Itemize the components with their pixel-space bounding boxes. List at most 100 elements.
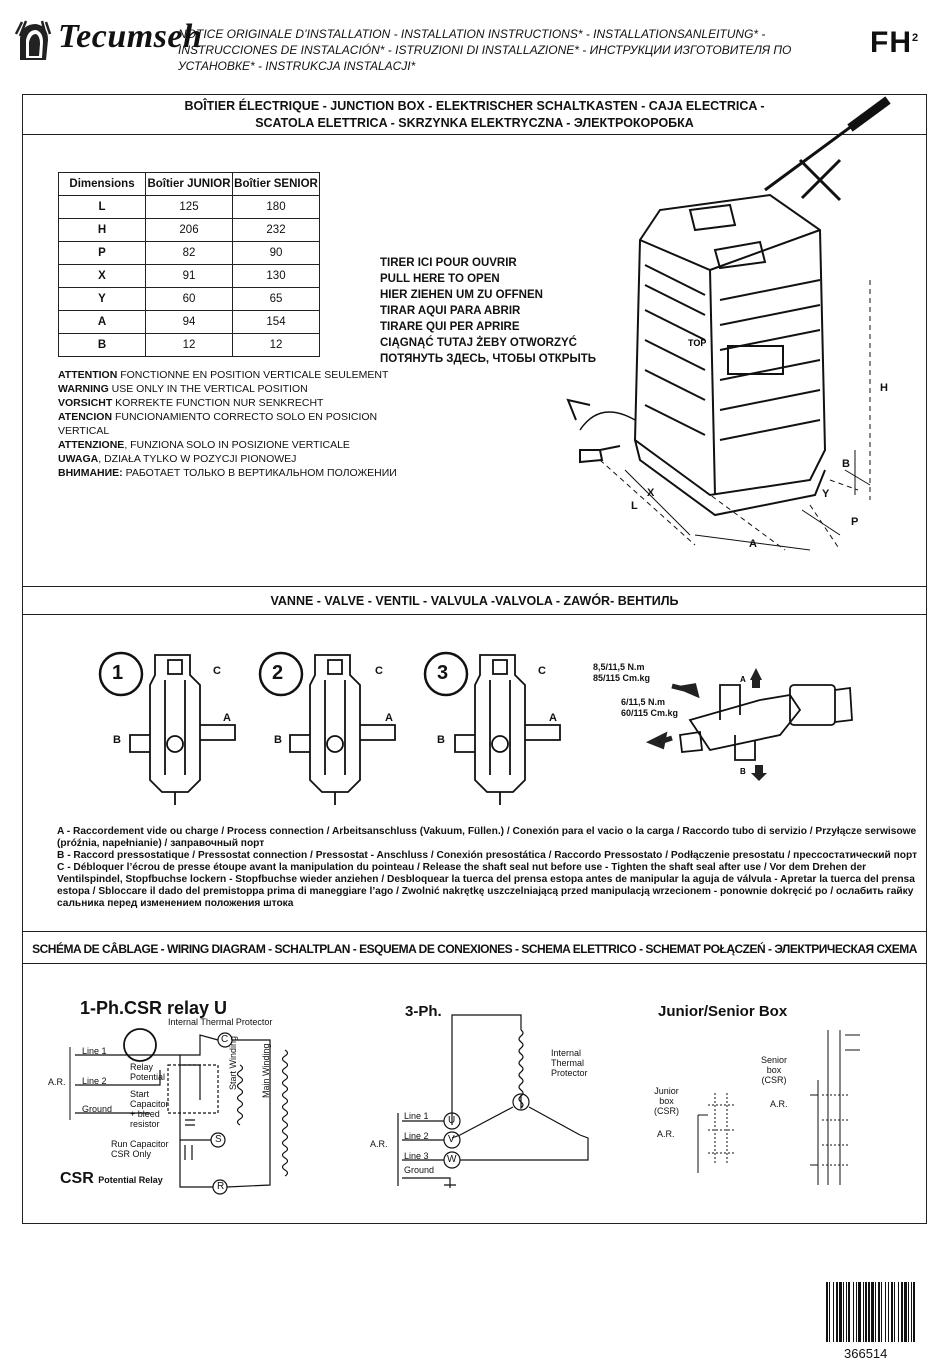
junior-ar-label: A.R. [657, 1129, 675, 1139]
csr-line1-label: Line 1 [82, 1046, 107, 1056]
table-cell: X [58, 264, 146, 288]
assembly-label-a: A [740, 675, 746, 684]
valve-note: B - Raccord pressostatique / Pressostat … [57, 850, 918, 861]
warning-line: ATENCION FUNCIONAMIENTO CORRECTO SOLO EN… [58, 411, 378, 437]
valve-label-c: C [375, 665, 383, 677]
table-cell: 60 [145, 287, 233, 311]
pull-here-line: TIRAR AQUI PARA ABRIR [380, 305, 521, 317]
valve-step-3: 3 [437, 662, 449, 684]
table-header: Dimensions [58, 172, 146, 196]
three-phase-line1-label: Line 1 [404, 1111, 429, 1121]
csr-footer: CSR Potential Relay [60, 1170, 163, 1187]
pull-here-line: ПОТЯНУТЬ ЗДЕСЬ, ЧТОБЫ ОТКРЫТЬ [380, 353, 597, 365]
table-cell: 130 [232, 264, 320, 288]
pull-here-line: HIER ZIEHEN UM ZU OFFNEN [380, 289, 543, 301]
terminal-u: U [448, 1115, 456, 1126]
valve-assembly-drawing: A B [645, 668, 853, 781]
table-cell: 12 [232, 333, 320, 357]
dimension-label-x: X [647, 487, 655, 499]
box-wiring-diagram [697, 1030, 860, 1185]
pull-here-line: CIĄGNĄĆ TUTAJ ŻEBY OTWORZYĆ [380, 337, 577, 349]
pull-here-line: PULL HERE TO OPEN [380, 273, 500, 285]
warning-line: ATTENZIONE, FUNZIONA SOLO IN POSIZIONE V… [58, 439, 350, 451]
table-cell: 90 [232, 241, 320, 265]
valve-label-c: C [213, 665, 221, 677]
table-cell: 206 [145, 218, 233, 242]
csr-line2-label: Line 2 [82, 1076, 107, 1086]
valve-title: VANNE - VALVE - VENTIL - VALVULA -VALVOL… [270, 594, 679, 608]
header-title: NOTICE ORIGINALE D’INSTALLATION - INSTAL… [178, 27, 792, 73]
top-label: TOP [688, 338, 706, 348]
senior-ar-label: A.R. [770, 1099, 788, 1109]
wiring-title: SCHÉMA DE CÂBLAGE - WIRING DIAGRAM - SCH… [32, 942, 917, 956]
table-cell: 82 [145, 241, 233, 265]
brand-name: Tecumseh [58, 18, 203, 55]
barcode-number: 366514 [844, 1346, 888, 1361]
terminal-v: V [448, 1134, 455, 1145]
table-cell: Y [58, 287, 146, 311]
valve-drawings [98, 651, 562, 807]
table-cell: 12 [145, 333, 233, 357]
table-cell: 232 [232, 218, 320, 242]
three-phase-ground-label: Ground [404, 1165, 435, 1175]
table-header: Boîtier SENIOR [232, 172, 320, 196]
divider [22, 963, 927, 964]
dimension-label-h: H [880, 382, 888, 394]
content-frame [22, 94, 927, 1224]
three-phase-wiring-diagram [397, 1014, 589, 1188]
pull-here-line: TIRARE QUI PER APRIRE [380, 321, 520, 333]
dimensions-table: Dimensions Boîtier JUNIOR Boîtier SENIOR… [58, 172, 320, 357]
valve-label-a: A [223, 712, 231, 724]
barcode-icon [826, 1282, 915, 1342]
table-cell: L [58, 195, 146, 219]
three-phase-line2-label: Line 2 [404, 1131, 429, 1141]
table-cell: 125 [145, 195, 233, 219]
dimension-label-a: A [749, 538, 757, 550]
model-name: FH2 [870, 26, 920, 59]
table-cell: 65 [232, 287, 320, 311]
csr-wiring-diagram [69, 1028, 289, 1195]
table-header-row: Dimensions Boîtier JUNIOR Boîtier SENIOR [58, 172, 320, 196]
warning-line: ATTENTION FONCTIONNE EN POSITION VERTICA… [58, 369, 389, 381]
valve-label-c: C [538, 665, 546, 677]
table-cell: P [58, 241, 146, 265]
csr-terminal-s: S [215, 1134, 222, 1145]
csr-terminal-c: C [221, 1034, 229, 1045]
valve-note: C - Débloquer l’écrou de presse étoupe a… [57, 862, 915, 909]
box-wiring-title: Junior/Senior Box [658, 1003, 788, 1020]
table-cell: 154 [232, 310, 320, 334]
terminal-w: W [447, 1154, 457, 1165]
csr-title: 1-Ph.CSR relay U [80, 998, 228, 1018]
valve-label-b: B [113, 734, 121, 746]
start-winding-label: Start Winding [228, 1035, 238, 1090]
three-phase-title: 3-Ph. [405, 1003, 442, 1020]
divider [22, 614, 927, 615]
dimension-label-p: P [851, 516, 859, 528]
csr-internal-label: Internal Thermal Protector [168, 1017, 273, 1027]
csr-ground-label: Ground [82, 1104, 113, 1114]
divider [22, 586, 927, 587]
divider [22, 931, 927, 932]
table-cell: A [58, 310, 146, 334]
table-cell: H [58, 218, 146, 242]
valve-label-a: A [385, 712, 393, 724]
dimension-label-b: B [842, 458, 850, 470]
table-cell: 91 [145, 264, 233, 288]
tecumseh-logo-icon [14, 20, 52, 60]
warning-line: WARNING USE ONLY IN THE VERTICAL POSITIO… [58, 383, 308, 395]
valve-label-b: B [437, 734, 445, 746]
